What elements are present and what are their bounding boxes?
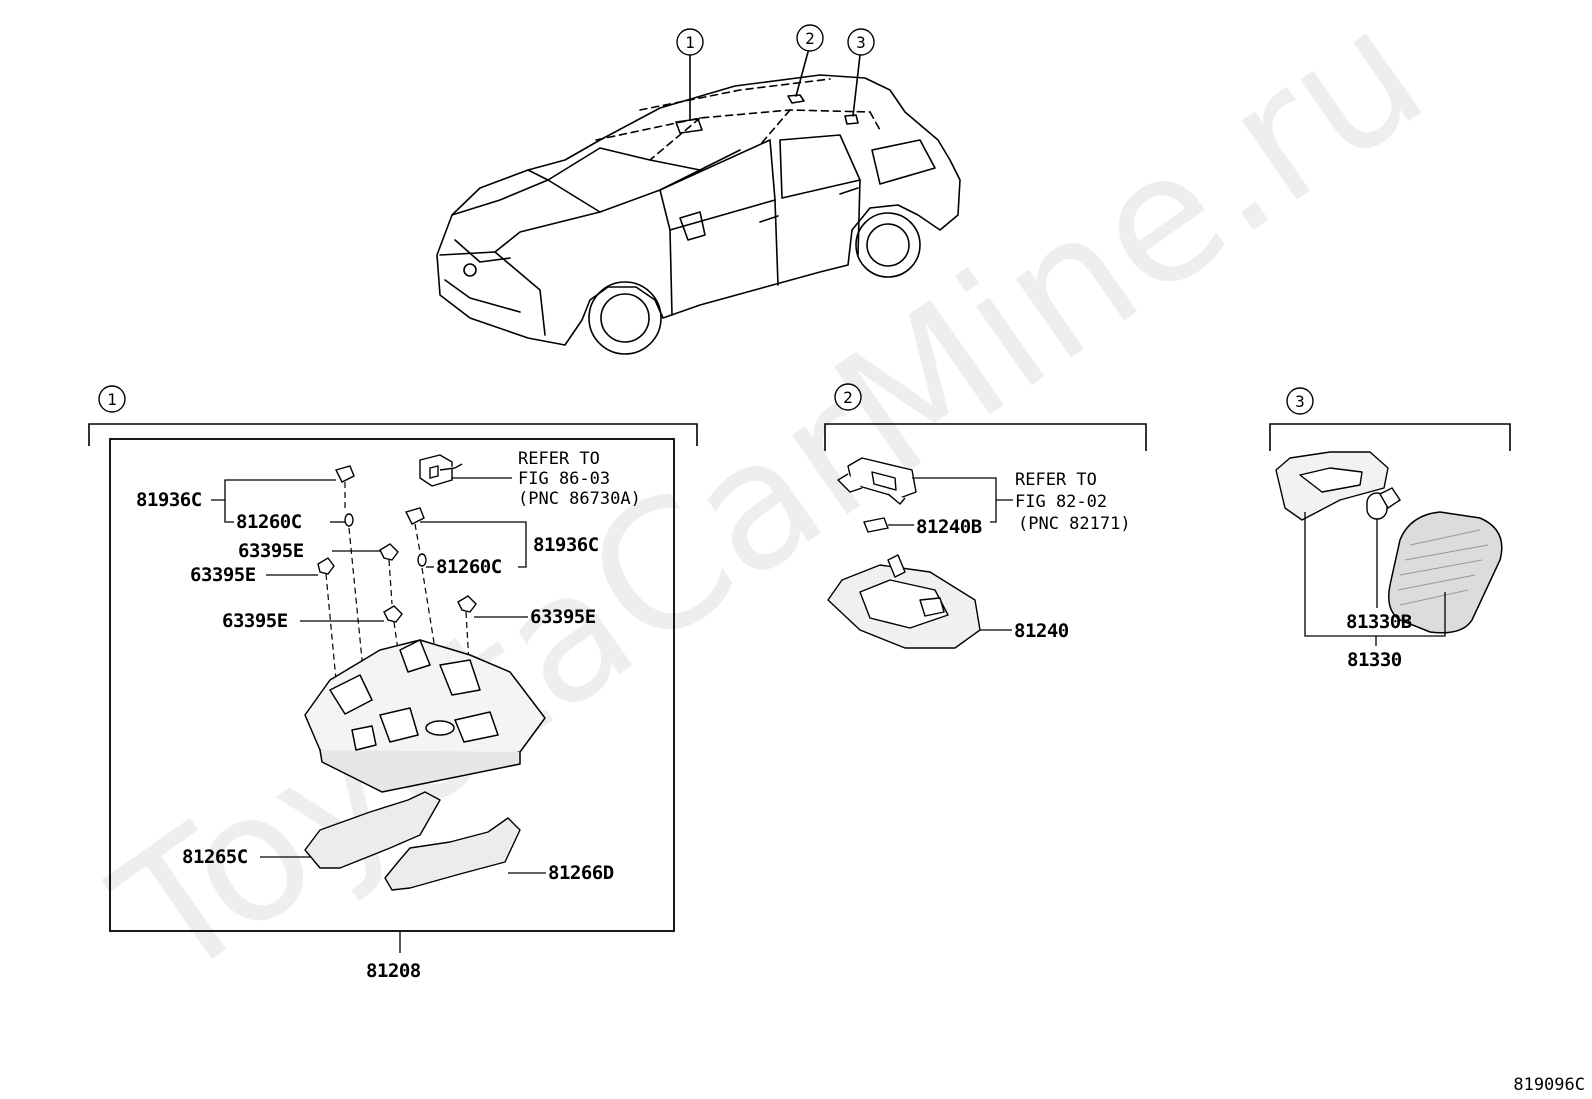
refer-82-02-line2[interactable]: FIG 82-02	[1015, 492, 1107, 512]
label-63395E-b[interactable]: 63395E	[190, 564, 256, 586]
rear-window	[779, 134, 861, 199]
svg-text:1: 1	[107, 390, 117, 409]
bulb-81330B	[1366, 487, 1401, 520]
diagram-code: 819096C	[1513, 1075, 1585, 1095]
label-81260C-b[interactable]: 81260C	[436, 556, 502, 578]
label-81330[interactable]: 81330	[1347, 649, 1402, 671]
group-3-bracket	[1269, 423, 1511, 451]
refer-82-02-line1: REFER TO	[1015, 470, 1097, 490]
refer-86-03-line3: (PNC 86730A)	[518, 489, 641, 509]
assembly-81208-frame	[109, 438, 675, 932]
group-1-bracket	[88, 423, 698, 446]
label-81265C[interactable]: 81265C	[182, 846, 248, 868]
rear-wheel	[855, 212, 921, 278]
lamp-81240	[827, 554, 981, 649]
bulb-81260C-b	[417, 553, 427, 567]
label-81266D[interactable]: 81266D	[548, 862, 614, 884]
car-callout-3[interactable]: 3	[847, 28, 875, 56]
socket-81936C-a	[334, 465, 355, 483]
connector-icon	[419, 454, 463, 487]
group-3: 3 81330B 81330	[1269, 387, 1511, 671]
label-81260C-a[interactable]: 81260C	[236, 511, 302, 533]
car-illustration	[436, 51, 961, 355]
car-callout-2[interactable]: 2	[796, 24, 824, 52]
car-callout-2-label: 2	[805, 29, 815, 48]
watermark-text: ToyotaCarMine.ru	[81, 0, 1459, 1020]
group-2-bracket	[824, 423, 1147, 451]
label-63395E-c[interactable]: 63395E	[222, 610, 288, 632]
label-63395E-d[interactable]: 63395E	[530, 606, 596, 628]
lens-81266D	[384, 817, 521, 891]
car-callout-1-label: 1	[685, 33, 695, 52]
front-lamp-location	[675, 118, 703, 134]
refer-86-03-line2[interactable]: FIG 86-03	[518, 469, 610, 489]
label-63395E-a[interactable]: 63395E	[238, 540, 304, 562]
socket-harness	[837, 457, 917, 505]
group-2: 2 81240B 81240 REFER TO FIG 82-02 (PNC 8…	[824, 383, 1147, 649]
group-3-marker: 3	[1286, 387, 1314, 415]
side-mirror	[679, 211, 706, 241]
svg-text:2: 2	[843, 388, 853, 407]
group-1-marker: 1	[98, 385, 126, 413]
bulb-81260C-a	[344, 513, 354, 527]
label-81936C-b[interactable]: 81936C	[533, 534, 599, 556]
watermark: ToyotaCarMine.ru	[81, 0, 1459, 1020]
console-housing	[304, 639, 546, 793]
label-81208[interactable]: 81208	[366, 960, 421, 982]
label-81936C-a[interactable]: 81936C	[136, 489, 202, 511]
quarter-window	[871, 139, 936, 185]
lens-81265C	[304, 791, 441, 869]
clip-63395E-c	[383, 605, 403, 623]
refer-86-03-line1: REFER TO	[518, 449, 600, 469]
lamp-housing-81330	[1275, 451, 1389, 521]
car-callout-3-label: 3	[856, 33, 866, 52]
lens-81330	[1388, 511, 1503, 634]
refer-82-02-line3: (PNC 82171)	[1018, 514, 1131, 534]
label-81240[interactable]: 81240	[1014, 620, 1069, 642]
clip-63395E-b	[317, 557, 335, 575]
socket-81936C-b	[404, 507, 425, 525]
group-1: 1	[88, 385, 698, 982]
clip-63395E-d	[457, 595, 477, 613]
clip-63395E-a	[379, 543, 399, 561]
bulb-81240B	[863, 517, 889, 533]
front-window	[659, 139, 776, 231]
label-81330B[interactable]: 81330B	[1346, 611, 1412, 633]
group-2-marker: 2	[834, 383, 862, 411]
roof-dashed-lines	[595, 78, 871, 141]
rear-lamp-location	[844, 114, 859, 125]
svg-text:3: 3	[1295, 392, 1305, 411]
car-callout-1[interactable]: 1	[676, 28, 704, 56]
label-81240B[interactable]: 81240B	[916, 516, 982, 538]
front-wheel	[588, 281, 662, 355]
